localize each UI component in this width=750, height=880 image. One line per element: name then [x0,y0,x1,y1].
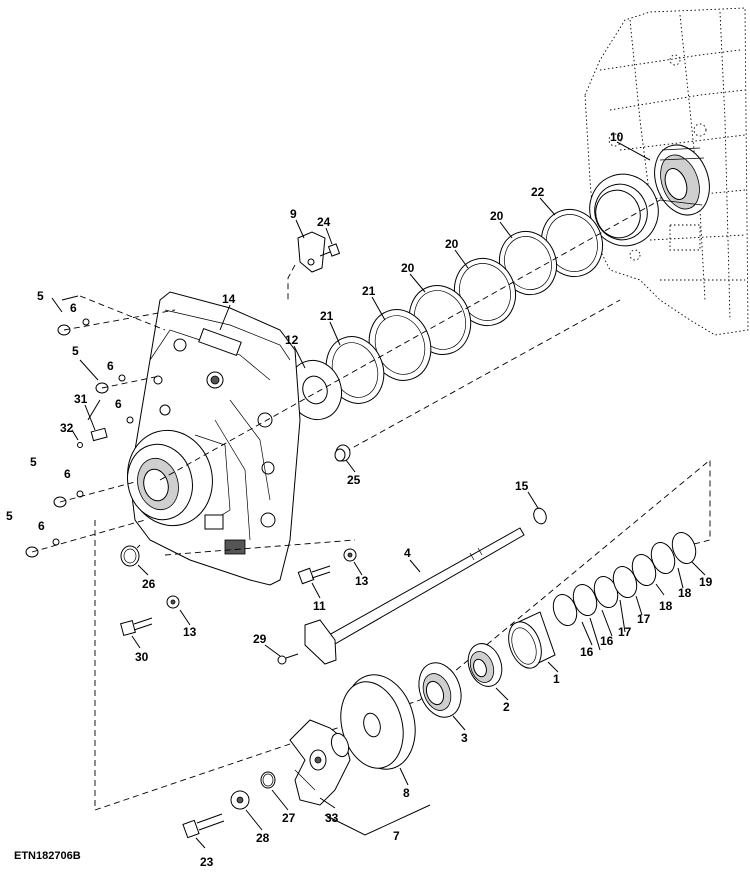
part-26-o-ring [120,545,140,567]
callout-20a: 20 [490,209,504,223]
callout-9: 9 [290,207,297,221]
part-33-yoke [289,719,351,806]
callout-12: 12 [285,333,299,347]
part-23-bolt [182,813,225,839]
part-8-deflector [340,674,416,770]
callout-4: 4 [404,546,411,560]
callout-25: 25 [347,473,361,487]
upper-shim-rings [325,208,603,404]
callout-22: 22 [531,185,545,199]
callout-6c: 6 [115,397,122,411]
callout-18b: 18 [678,586,692,600]
callout-31: 31 [74,392,88,406]
callout-20c: 20 [401,261,415,275]
left-plugs [25,295,176,558]
callout-18a: 18 [659,599,673,613]
callout-2: 2 [503,700,510,714]
callout-7: 7 [393,829,400,843]
part-14-housing-cover [127,291,301,586]
callout-5c: 5 [30,455,37,469]
callout-14: 14 [222,292,236,306]
drawing-id-label: ETN182706B [14,850,81,862]
part-7-bracket [324,804,431,836]
callout-21a: 21 [362,284,376,298]
callout-5b: 5 [72,344,79,358]
part-4-shaft [304,527,525,665]
part-27-o-ring [260,771,276,789]
callout-30: 30 [135,650,149,664]
part-13-washer-lower [166,595,180,609]
callout-8: 8 [403,786,410,800]
callout-19: 19 [699,575,713,589]
callout-3: 3 [461,731,468,745]
assembly-axis-lines [94,199,711,811]
part-9-bracket [287,231,326,300]
part-10-bearing-cone [654,144,710,216]
callout-17b: 17 [637,612,651,626]
part-1-bearing-cup [508,611,556,669]
part-11-bolt [297,565,331,585]
callout-21b: 21 [320,309,334,323]
callout-10: 10 [610,130,624,144]
callout-20b: 20 [445,237,459,251]
callout-labels: 10 9 24 22 20 20 20 21 21 14 12 5 6 5 6 … [6,130,713,869]
callout-6b: 6 [107,359,114,373]
callout-33: 33 [325,811,339,825]
callout-26: 26 [142,577,156,591]
callout-6e: 6 [38,519,45,533]
part-24-bolt [319,243,341,257]
callout-11: 11 [313,599,326,613]
part-25-dowel [334,444,351,462]
callout-6d: 6 [64,467,71,481]
part-15-snap-ring [533,507,547,525]
callout-17a: 17 [618,625,632,639]
part-22-bearing-cup [589,173,659,247]
callout-28: 28 [256,831,270,845]
callout-16b: 16 [600,634,614,648]
part-29-screw [277,653,299,665]
part-13-washer-upper [343,548,357,562]
callout-13b: 13 [183,625,197,639]
callout-16a: 16 [580,645,594,659]
callout-13a: 13 [355,574,369,588]
callout-23: 23 [200,855,214,869]
lower-shim-rings [552,532,697,626]
callout-5d: 5 [6,509,13,523]
part-2-bearing-cone [467,643,503,687]
callout-5a: 5 [37,289,44,303]
part-28-washer [230,790,250,810]
callout-6a: 6 [70,301,77,315]
callout-24: 24 [317,215,331,229]
callout-27: 27 [282,811,296,825]
part-3-seal [418,662,462,718]
callout-29: 29 [253,632,267,646]
callout-1: 1 [553,672,560,686]
callout-15: 15 [515,479,529,493]
leader-lines [71,141,706,849]
part-30-bolt [120,617,153,636]
callout-32: 32 [60,421,74,435]
